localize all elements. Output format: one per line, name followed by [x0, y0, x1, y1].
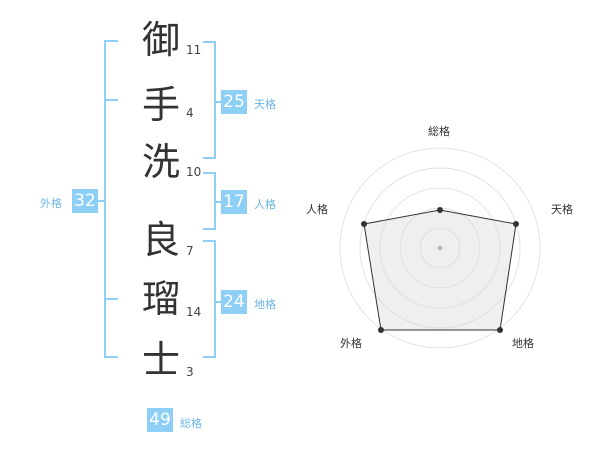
chikaku-label: 地格 [254, 298, 276, 311]
radar-polygon [363, 209, 517, 331]
radar-label-chikaku: 地格 [512, 337, 534, 350]
name-char-2: 手 [141, 83, 180, 127]
radar-ring-3 [379, 187, 501, 309]
name-char-3: 洗 [141, 140, 180, 184]
radar-ring-1 [339, 147, 541, 349]
name-char-5: 瑠 [141, 277, 180, 321]
jinkaku-label: 人格 [254, 198, 276, 211]
gaikaku-bracket-bottom [104, 356, 118, 358]
radar-ring-2 [359, 167, 521, 329]
gaikaku-bracket-tick-1 [104, 99, 118, 101]
radar-point-soukaku [437, 207, 443, 213]
name-char-6: 士 [141, 338, 180, 382]
stroke-count-5: 14 [186, 305, 202, 319]
tenkaku-label: 天格 [254, 98, 276, 111]
jinkaku-connector [216, 201, 222, 203]
chikaku-bracket-bottom [203, 356, 216, 358]
tenkaku-connector [216, 101, 222, 103]
radar-point-gaikaku [378, 327, 384, 333]
radar-point-tenkaku [513, 221, 519, 227]
radar-label-jinkaku: 人格 [306, 203, 328, 216]
name-char-4: 良 [141, 218, 180, 262]
chikaku-value-box: 24 [221, 290, 247, 314]
tenkaku-bracket-bottom [203, 157, 216, 159]
gaikaku-label: 外格 [40, 197, 62, 210]
radar-point-jinkaku [361, 221, 367, 227]
chikaku-bracket-vertical [214, 240, 216, 358]
jinkaku-bracket-bottom [203, 228, 216, 230]
radar-label-soukaku: 総格 [428, 125, 450, 138]
tenkaku-bracket-top [203, 41, 216, 43]
stroke-count-2: 4 [186, 106, 194, 120]
jinkaku-value-box: 17 [221, 190, 247, 214]
radar-ring-5 [419, 227, 461, 269]
radar-center-dot [437, 245, 443, 251]
gaikaku-bracket-top [104, 40, 118, 42]
jinkaku-bracket-vertical [214, 172, 216, 230]
soukaku-label: 総格 [180, 417, 202, 430]
stroke-count-3: 10 [186, 165, 202, 179]
gaikaku-bracket-vertical [104, 40, 106, 358]
chikaku-connector [216, 301, 222, 303]
gaikaku-value-box: 32 [72, 189, 98, 213]
jinkaku-bracket-top [203, 172, 216, 174]
tenkaku-bracket-vertical [214, 41, 216, 159]
radar-label-gaikaku: 外格 [340, 337, 362, 350]
chikaku-bracket-top [203, 240, 216, 242]
tenkaku-value-box: 25 [221, 90, 247, 114]
name-char-1: 御 [141, 18, 180, 62]
soukaku-value-box: 49 [147, 408, 173, 432]
stroke-count-4: 7 [186, 244, 194, 258]
gaikaku-bracket-tick-2 [104, 298, 118, 300]
gaikaku-connector [97, 200, 104, 202]
stroke-count-6: 3 [186, 365, 194, 379]
radar-label-tenkaku: 天格 [551, 203, 573, 216]
stroke-count-1: 11 [186, 43, 202, 57]
radar-point-chikaku [497, 327, 503, 333]
